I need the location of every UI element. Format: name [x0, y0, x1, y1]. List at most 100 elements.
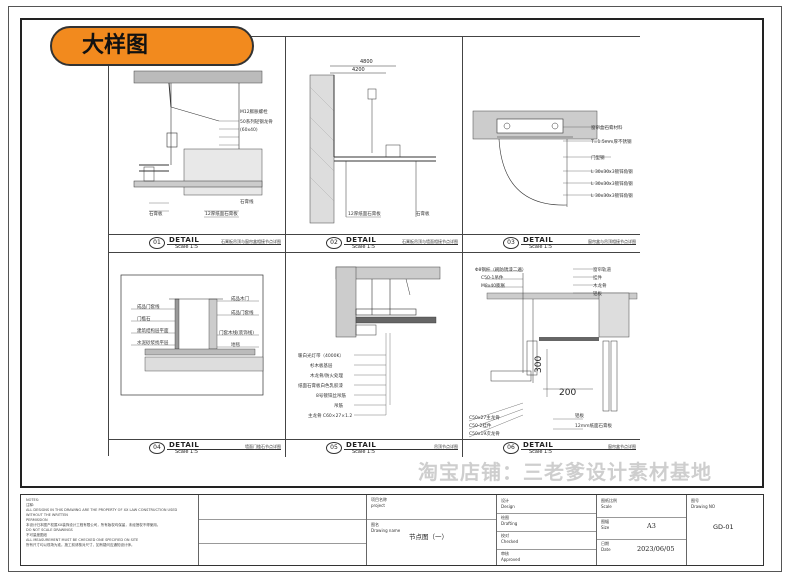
detail-panel-01: M12膨胀螺栓 50系列轻钢龙骨 (60x40) 12厚纸面石膏板 石膏线 石膏… — [109, 37, 286, 253]
format-value: A3 — [647, 522, 656, 530]
note-04-b: 门槛石 — [137, 315, 151, 322]
note-03-c: 门型钢 — [591, 154, 605, 161]
notes-line: ALL MEASUREMENT MUST BE CHECKED ONE SPEC… — [26, 538, 139, 542]
detail-panel-02: 4800 4200 12厚纸面石膏板 石膏板 02 DETAIL — [286, 37, 463, 253]
detail-label: DETAIL — [346, 236, 377, 244]
note-03-f: L 30x30x3镀锌角钢 — [591, 192, 633, 199]
detail-scale: Scale 1:5 — [529, 244, 553, 250]
draw-label-en: Drafting — [501, 521, 518, 526]
scale-label-en: Scale — [601, 504, 612, 509]
detail-label: DETAIL — [169, 236, 200, 244]
note-05-a: 暖白光灯带（4000K） — [298, 352, 344, 359]
detail-panel-06: 300 200 Φ8钢杆（刷防锈漆二遍） C50-1吊件 M8x40膨胀 C50… — [463, 253, 640, 457]
note-06-h: 挂件 — [593, 274, 602, 281]
note-04-g: 门套木线(装饰线) — [219, 329, 254, 336]
note-06-f: C50x19次龙骨 — [469, 430, 500, 437]
detail-01-drawing: M12膨胀螺栓 50系列轻钢龙骨 (60x40) 12厚纸面石膏板 石膏线 石膏… — [133, 70, 273, 218]
note-04-a: 成品门套线 — [137, 303, 160, 310]
detail-panel-04: 成品门套线 门槛石 建筑结构层平面 水泥砂浆找平层 成品木门 成品门套线 门套木… — [109, 253, 286, 457]
detail-number: 06 — [503, 442, 519, 454]
detail-scale: Scale 1:5 — [352, 449, 376, 455]
logo-section — [199, 495, 367, 565]
note-04-f: 成品门套线 — [231, 309, 254, 316]
detail-number: 02 — [326, 237, 342, 249]
detail-title: 石膏板吊顶与墙面相接节点详图 — [402, 239, 458, 244]
date-label-en: Date — [601, 547, 611, 552]
note-05-g: 主龙骨 C60×27×1.2 — [308, 412, 352, 419]
note-03-b: T=1.5mm厚不锈钢 — [590, 138, 632, 145]
title-block: NOTES: 注释: ALL DESIGNS IN THIS DRAWING A… — [20, 494, 764, 566]
note-01-g: 石膏线 — [240, 198, 254, 205]
note-05-f: 吊筋 — [334, 402, 343, 409]
number-section: 图号 Drawing NO GD-01 — [687, 495, 765, 565]
note-04-h: 地毯 — [231, 341, 240, 348]
notes-line: 本设计归本图产权属XX装饰设计工程有限公司，所有版权均保留，未经授权不得使用。 — [26, 523, 161, 527]
design-label: 设计 — [501, 498, 509, 503]
drawing-number: GD-01 — [713, 523, 734, 531]
detail-05-drawing: 暖白光灯带（4000K） 杉木板基层 木龙骨/防火处理 纸面石膏板白色乳胶漆 8… — [298, 266, 441, 419]
number-label-en: Drawing NO — [691, 504, 716, 509]
note-01-a: M12膨胀螺栓 — [240, 108, 268, 115]
detail-caption-06: 06 DETAIL Scale 1:5 窗帘盒节点详图 — [463, 439, 640, 457]
detail-title: 石膏板吊顶与窗帘盒相接节点详图 — [221, 239, 281, 244]
scale-label: 图纸比例 — [601, 498, 617, 503]
note-04-d: 水泥砂浆找平层 — [137, 339, 169, 346]
note-04-c: 建筑结构层平面 — [137, 327, 169, 334]
detail-03-drawing: 窗帘盒石膏材料 T=1.5mm厚不锈钢 门型钢 L 30x30x3镀锌角钢 L … — [472, 110, 633, 207]
detail-title: 墙面门槛石节点详图 — [245, 444, 281, 449]
detail-number: 05 — [326, 442, 342, 454]
detail-label: DETAIL — [346, 441, 377, 449]
detail-scale: Scale 1:5 — [175, 244, 199, 250]
project-label-en: project — [371, 503, 385, 508]
note-06-j: 铝板 — [593, 290, 602, 297]
notes-line: 所有尺寸均以现场为准。施工前请核对尺寸，如有疑问应通知设计师。 — [26, 543, 135, 547]
detail-label: DETAIL — [523, 441, 554, 449]
note-01-b: 50系列轻钢龙骨 — [240, 118, 273, 125]
notes-line: ALL DESIGNS IN THIS DRAWING ARE THE PROP… — [26, 508, 178, 517]
notes-line: PERMISSION — [26, 518, 48, 522]
note-02-a: 12厚纸面石膏板 — [348, 210, 381, 217]
detail-number: 03 — [503, 237, 519, 249]
detail-02-drawing: 4800 4200 12厚纸面石膏板 石膏板 — [309, 59, 436, 224]
note-03-e: L 30x30x3镀锌角钢 — [591, 180, 633, 187]
note-06-a: Φ8钢杆（刷防锈漆二遍） — [475, 266, 526, 273]
project-section: 项目名称 project 图名 Drawing name 节点图（一） — [367, 495, 497, 565]
note-06-e: C50-2挂件 — [469, 422, 492, 429]
note-04-e: 成品木门 — [231, 295, 249, 302]
note-05-b: 杉木板基层 — [310, 362, 333, 369]
staff-section: 设计 Design 绘图 Drafting 校对 Checked 审核 Appr… — [497, 495, 597, 565]
detail-scale: Scale 1:5 — [352, 244, 376, 250]
drawing-frame-outer — [8, 6, 782, 572]
note-02-b: 石膏板 — [416, 210, 430, 217]
detail-panel-05: 暖白光灯带（4000K） 杉木板基层 木龙骨/防火处理 纸面石膏板白色乳胶漆 8… — [286, 253, 463, 457]
check-label-en: Checked — [501, 539, 519, 544]
detail-caption-02: 02 DETAIL Scale 1:5 石膏板吊顶与墙面相接节点详图 — [286, 234, 462, 252]
note-05-e: 8号镀锌丝吊筋 — [316, 392, 346, 399]
drawing-name: 节点图（一） — [409, 533, 448, 541]
project-label: 项目名称 — [371, 497, 387, 502]
notes-heading: NOTES: — [26, 498, 40, 502]
date-label: 日期 — [601, 541, 609, 546]
detail-title: 窗帘盒节点详图 — [608, 444, 636, 449]
notes-line: 不可量度图纸 — [26, 533, 47, 537]
date-value: 2023/06/05 — [637, 545, 675, 553]
note-06-d: C50x27主龙骨 — [469, 414, 500, 421]
detail-panel-03: 窗帘盒石膏材料 T=1.5mm厚不锈钢 门型钢 L 30x30x3镀锌角钢 L … — [463, 37, 640, 253]
drawing-label-en: Drawing name — [371, 528, 401, 533]
detail-title: 窗帘盒与吊顶相接节点详图 — [588, 239, 636, 244]
draw-label: 绘图 — [501, 515, 509, 520]
detail-caption-05: 05 DETAIL Scale 1:5 吊顶节点详图 — [286, 439, 462, 457]
dim-06-a: 300 — [534, 356, 544, 373]
note-06-c: M8x40膨胀 — [481, 282, 506, 289]
detail-title: 吊顶节点详图 — [434, 444, 458, 449]
review-label: 审核 — [501, 551, 509, 556]
detail-scale: Scale 1:5 — [529, 449, 553, 455]
note-01-f: 12厚纸面石膏板 — [205, 210, 238, 217]
note-05-d: 纸面石膏板白色乳胶漆 — [298, 382, 343, 389]
notes-line: DO NOT SCALE DRAWINGS — [26, 528, 73, 532]
note-06-l: 12mm纸面石膏板 — [575, 422, 612, 429]
notes-heading-cn: 注释: — [26, 503, 35, 507]
number-label: 图号 — [691, 498, 699, 503]
note-03-a: 窗帘盒石膏材料 — [591, 124, 623, 131]
detail-04-drawing: 成品门套线 门槛石 建筑结构层平面 水泥砂浆找平层 成品木门 成品门套线 门套木… — [120, 274, 264, 396]
